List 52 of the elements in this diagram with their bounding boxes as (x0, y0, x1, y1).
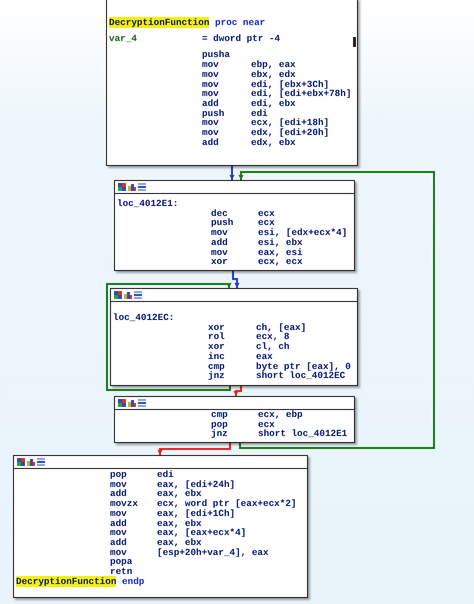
code-line: cmp ecx, ebp (211, 410, 303, 420)
arrow (106, 283, 232, 391)
arrow (230, 166, 234, 180)
code-line: rol ecx, 8 (208, 332, 290, 342)
code-block (110, 288, 358, 386)
code-block (106, 0, 358, 166)
code-label: loc_4012E1: (117, 199, 178, 209)
code-line: pusha (202, 50, 231, 60)
code-line: add edi, ebx (202, 98, 296, 109)
code-line: add eax, ebx (110, 489, 202, 500)
code-line: xor ch, [eax] (208, 322, 306, 332)
code-line: popa (110, 557, 134, 567)
code-line: mov eax, [eax+ecx*4] (110, 528, 246, 538)
code-line: add eax, ebx (110, 538, 202, 548)
arrow (158, 443, 231, 455)
code-line: mov esi, [edx+ecx*4] (211, 228, 348, 238)
code-line: add edx, ebx (202, 138, 296, 148)
code-block (114, 180, 355, 271)
code-line: mov ebp, eax (202, 60, 296, 70)
code-line: mov eax, esi (211, 248, 303, 258)
code-line: mov edi, [edi+ebx+78h] (202, 89, 352, 99)
code-line: jnz short loc_4012EC (208, 371, 346, 381)
code-line: push edi (202, 108, 268, 118)
code-line: inc eax (208, 352, 273, 362)
code-line: var_4 = dword ptr -4 (109, 34, 280, 44)
arrow (234, 386, 242, 396)
code-line: mov [esp+20h+var_4], eax (110, 548, 269, 558)
code-line: add esi, ebx (211, 238, 303, 248)
code-block (13, 455, 308, 598)
code-block (114, 396, 355, 443)
code-line: dec ecx (211, 208, 275, 218)
code-line: mov edx, [edi+20h] (202, 128, 330, 138)
code-line: mov eax, [edi+24h] (110, 480, 236, 490)
code-label: DecryptionFunction proc near (109, 18, 266, 28)
code-line: pop ecx (211, 420, 275, 430)
code-line: mov ebx, edx (202, 70, 296, 80)
code-line: xor ecx, ecx (211, 257, 303, 267)
code-line: mov eax, [edi+1Ch] (110, 508, 236, 518)
arrow (232, 271, 240, 288)
code-line: xor cl, ch (208, 342, 290, 352)
code-line: mov ecx, [edi+18h] (202, 118, 330, 128)
code-line: add eax, ebx (110, 518, 202, 528)
code-line: pop edi (110, 470, 174, 480)
code-line: cmp byte ptr [eax], 0 (208, 362, 351, 372)
code-label: DecryptionFunction endp (16, 576, 144, 586)
code-line: jnz short loc_4012E1 (211, 429, 348, 440)
code-line: push ecx (211, 218, 275, 228)
arrow (238, 171, 435, 449)
code-line: retn (110, 567, 134, 577)
code-line: mov edi, [ebx+3Ch] (202, 80, 330, 90)
code-label: loc_4012EC: (113, 313, 174, 323)
code-line: movzx ecx, word ptr [eax+ecx*2] (110, 499, 296, 509)
